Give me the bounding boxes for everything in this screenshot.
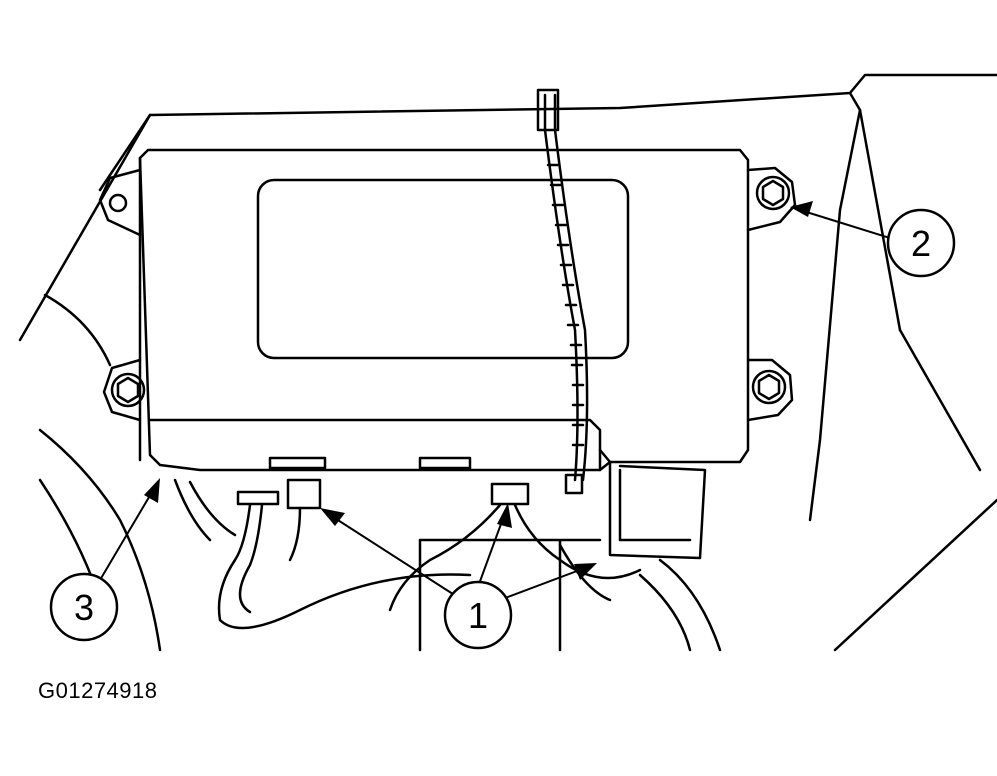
callout-1-label: 1: [468, 595, 488, 636]
airbag-control-module: [138, 148, 750, 560]
wiring-harness: [173, 478, 722, 652]
module-tab: [268, 456, 327, 470]
callout-2-label: 2: [911, 223, 931, 264]
figure-id: G01274918: [38, 678, 158, 703]
module-label-recess: [256, 178, 630, 360]
mounting-bracket: [98, 166, 797, 422]
leader-arrows: [99, 201, 891, 606]
module-tab: [418, 456, 472, 470]
callout-3-label: 3: [74, 587, 94, 628]
callout-2: 2: [886, 208, 956, 278]
callout-3: 3: [49, 572, 119, 642]
mounting-bolt-icon: [110, 372, 146, 408]
mounting-bolt-icon: [755, 175, 791, 211]
callout-1: 1: [443, 580, 513, 650]
bracket-hole: [108, 193, 128, 213]
ground-strap: [536, 88, 589, 495]
mounting-bolt-icon: [751, 369, 787, 405]
panel-outline: [18, 73, 997, 652]
electrical-connector: [236, 478, 530, 510]
side-connector: [598, 448, 707, 560]
